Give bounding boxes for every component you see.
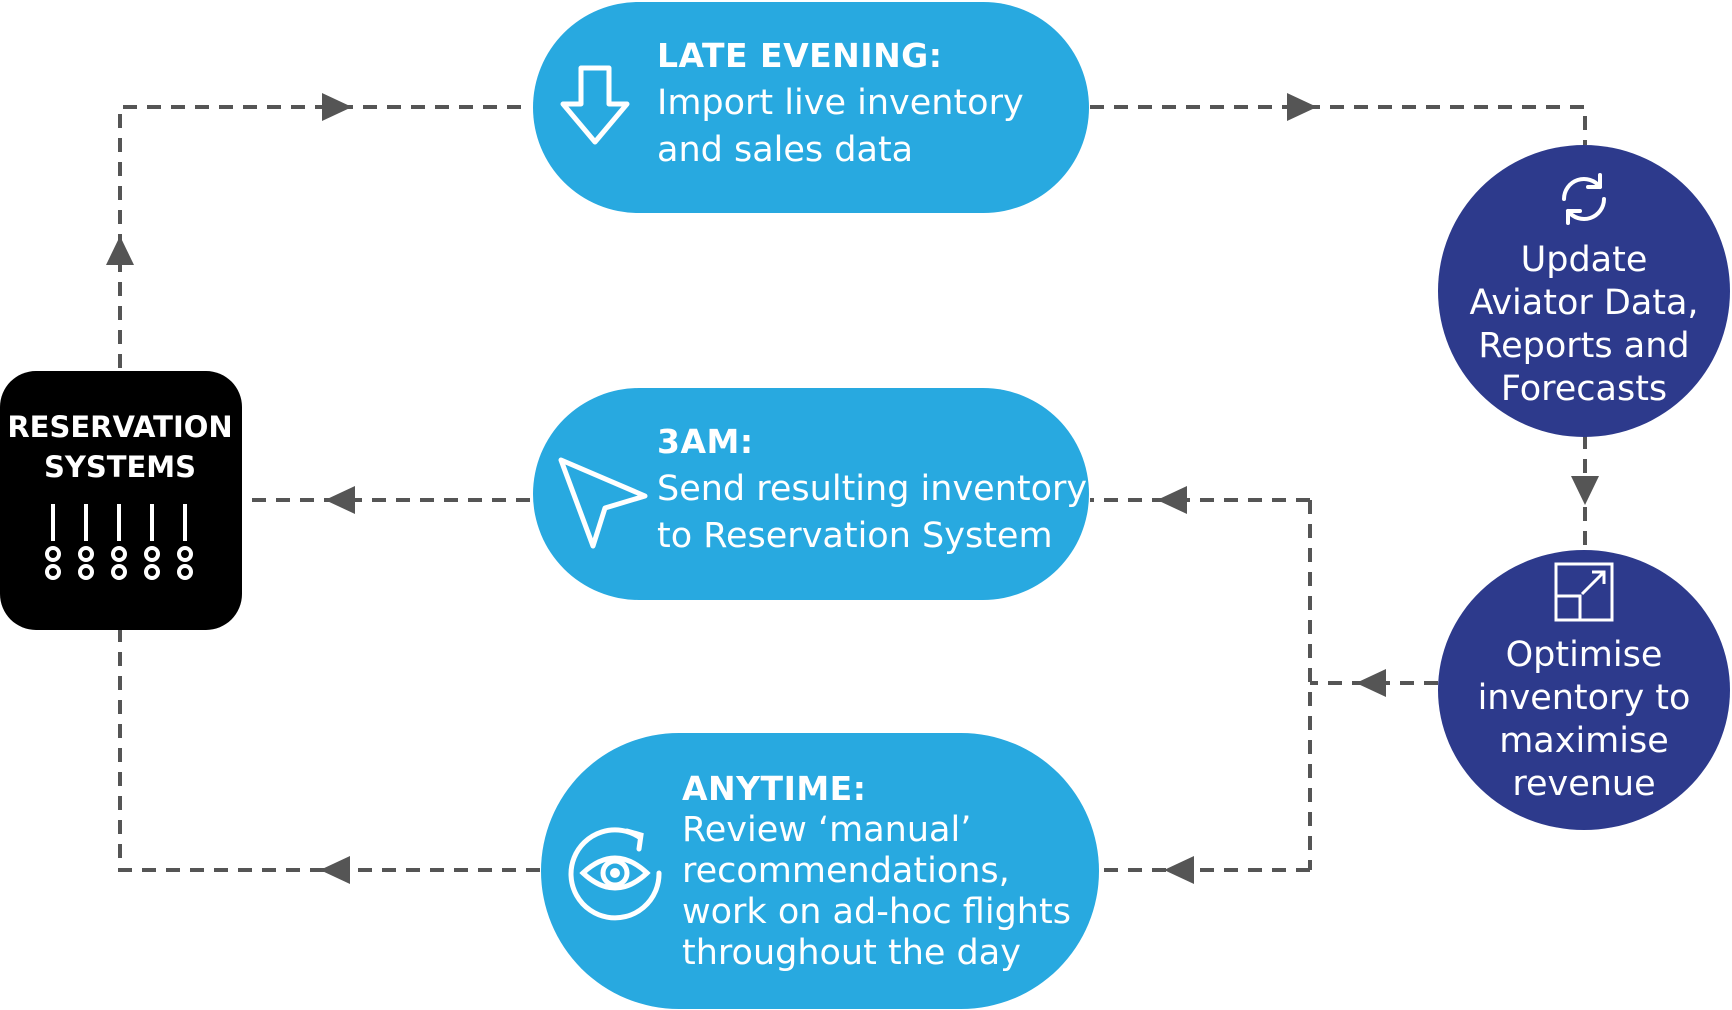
anytime-pill: ANYTIME: Review ‘manual’ recommendations… [541,733,1099,1009]
expand-icon [1554,562,1614,622]
three-am-line1: Send resulting inventory [657,469,1088,509]
optimise-line4: revenue [1512,764,1656,804]
optimise-circle: Optimise inventory to maximise revenue [1438,550,1730,830]
send-cursor-icon [558,457,648,549]
update-line3: Reports and [1478,326,1690,366]
update-line1: Update [1520,240,1648,280]
anytime-heading: ANYTIME: [682,769,867,808]
late-evening-line2: and sales data [657,130,914,170]
three-am-pill: 3AM: Send resulting inventory to Reserva… [533,388,1089,600]
connector-res-to-late [118,105,530,368]
arrowhead-right-update [1287,93,1317,121]
download-arrow-icon [560,65,630,145]
arrowhead-up [106,236,134,265]
arrowhead-down-optimise [1571,476,1599,505]
three-am-line2: to Reservation System [657,516,1053,556]
reservation-label-line1: RESERVATION [7,410,233,444]
late-evening-pill: LATE EVENING: Import live inventory and … [533,2,1089,213]
reservation-label-line2: SYSTEMS [43,450,197,484]
anytime-line2: recommendations, [682,851,1010,891]
refresh-icon [1562,173,1606,225]
late-evening-line1: Import live inventory [657,83,1024,123]
optimise-line1: Optimise [1505,635,1663,675]
update-line2: Aviator Data, [1469,283,1699,323]
anytime-line1: Review ‘manual’ [682,810,972,850]
reservation-systems-box: RESERVATION SYSTEMS [0,371,242,630]
mixer-sliders-icon [45,504,193,580]
optimise-line2: inventory to [1477,678,1691,718]
arrowhead-left-anytime [1164,856,1194,884]
arrowhead-right-late [322,93,352,121]
anytime-line4: throughout the day [682,933,1021,973]
arrowhead-left-3am [1157,486,1187,514]
three-am-heading: 3AM: [657,422,754,461]
arrowhead-left-res-top [325,486,355,514]
update-line4: Forecasts [1500,369,1668,409]
eye-refresh-icon [568,827,662,921]
update-circle: Update Aviator Data, Reports and Forecas… [1438,145,1730,437]
connector-late-to-update [1090,105,1587,145]
arrowhead-left-res-bottom [320,856,350,884]
late-evening-heading: LATE EVENING: [657,36,943,75]
connector-anytime-to-res [118,630,540,872]
anytime-line3: work on ad-hoc flights [682,892,1071,932]
arrowhead-left-branch [1356,669,1386,697]
optimise-line3: maximise [1499,721,1669,761]
